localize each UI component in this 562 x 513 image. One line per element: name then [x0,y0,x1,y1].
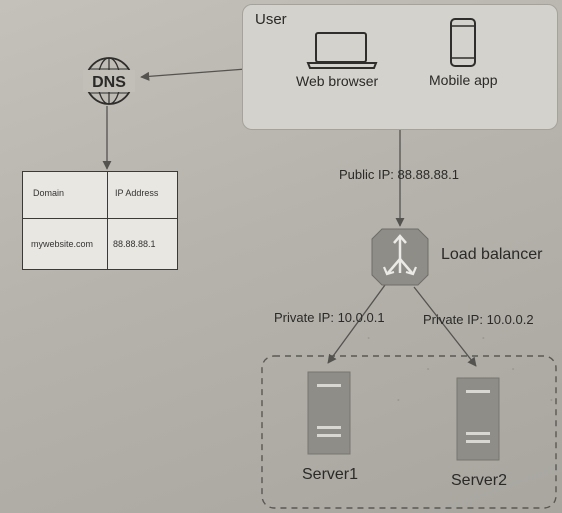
server2-label: Server2 [451,472,508,489]
laptop-icon [306,32,378,69]
mobile-app-label: Mobile app [429,72,498,88]
server1-icon [307,371,351,455]
server-group-border [261,355,557,509]
web-browser-label: Web browser [296,73,379,89]
mobile-phone-icon [450,18,476,67]
load-balancer-to-server2-arrow [413,286,477,367]
table-column-divider [107,172,108,269]
private-ip-1-label: Private IP: 10.0.0.1 [274,310,385,325]
load-balancer-to-server1-arrow [327,284,386,364]
table-header-domain: Domain [33,188,65,198]
private-ip-2-label: Private IP: 10.0.0.2 [423,312,534,327]
table-row-divider [23,218,177,219]
table-header-ip-address: IP Address [115,188,159,198]
dns-table: Domain IP Address mywebsite.com 88.88.88… [22,171,178,270]
load-balancer-icon [371,228,429,286]
dns-globe-icon: DNS [83,57,135,105]
table-cell-domain: mywebsite.com [31,239,94,249]
user-to-dns-arrow [140,68,247,81]
load-balancer-label: Load balancer [441,246,543,263]
dns-label: DNS [92,74,126,91]
user-title: User [255,11,287,28]
server2-icon [456,377,500,461]
public-ip-label: Public IP: 88.88.88.1 [339,167,459,182]
server1-label: Server1 [302,466,359,483]
table-cell-ip-address: 88.88.88.1 [113,239,156,249]
user-box [242,4,558,130]
